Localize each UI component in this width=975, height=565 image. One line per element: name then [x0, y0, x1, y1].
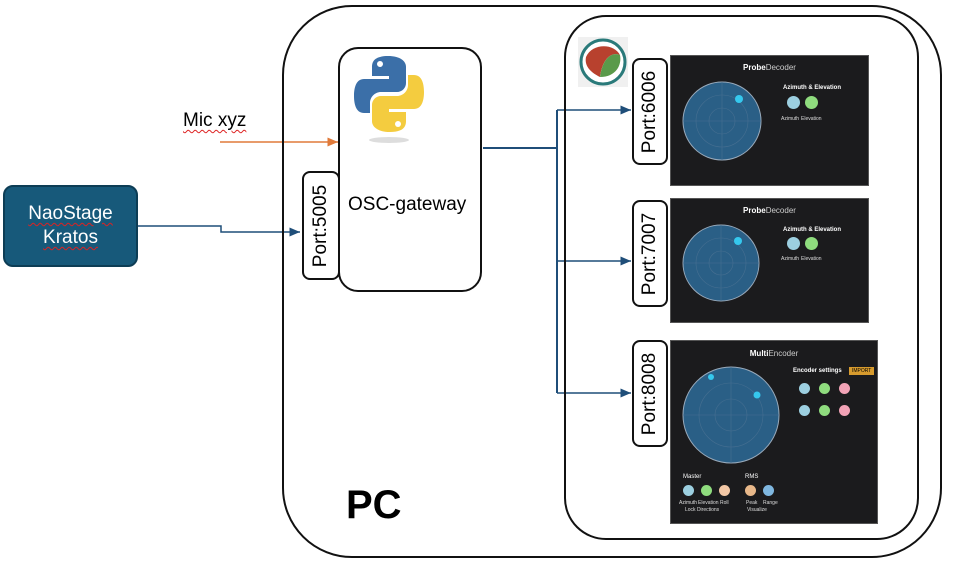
source-dot — [735, 95, 743, 103]
rms-peak-label: Peak — [746, 500, 758, 506]
master-elevation-label: Elevation — [698, 500, 719, 506]
import-button[interactable]: IMPORT — [849, 367, 875, 375]
section-label: Encoder settings — [793, 368, 842, 374]
rms-label: RMS — [745, 474, 759, 480]
sphere-display — [682, 224, 760, 302]
plugin-title: ProbeDecoder — [743, 206, 796, 215]
rms-peak-knob[interactable] — [745, 485, 756, 496]
encoder-knob[interactable] — [819, 405, 830, 416]
pc-container — [282, 5, 942, 558]
port-8008-label: Port:8008 — [639, 352, 660, 435]
elevation-knob[interactable] — [805, 237, 818, 250]
probe-decoder-panel-7007: ProbeDecoder Azimuth & Elevation Azimuth… — [670, 198, 869, 323]
source-dot — [708, 374, 714, 380]
source-to-gateway-arrow — [138, 225, 300, 237]
encoder-knob[interactable] — [839, 383, 850, 394]
azimuth-knob[interactable] — [787, 96, 800, 109]
source-label-line1: NaoStage — [28, 203, 113, 224]
sphere-display — [682, 81, 762, 161]
encoder-knob[interactable] — [799, 405, 810, 416]
rms-range-label: Range — [763, 500, 778, 506]
knob-label-azimuth: Azimuth — [781, 116, 800, 122]
port-5005-label: Port:5005 — [310, 184, 331, 267]
port-7007-box: Port:7007 — [632, 200, 668, 307]
master-roll-label: Roll — [720, 500, 729, 506]
azimuth-knob[interactable] — [787, 237, 800, 250]
master-azimuth-knob[interactable] — [683, 485, 694, 496]
master-roll-knob[interactable] — [719, 485, 730, 496]
rms-range-knob[interactable] — [763, 485, 774, 496]
master-elevation-knob[interactable] — [701, 485, 712, 496]
mic-label: Mic xyz — [183, 110, 247, 131]
source-label-line2: Kratos — [43, 227, 98, 248]
section-label: Azimuth & Elevation — [783, 85, 842, 91]
plugin-title: MultiEncoder — [749, 349, 799, 358]
knob-label-elevation: Elevation — [801, 256, 822, 262]
gateway-label: OSC-gateway — [348, 194, 467, 215]
lock-directions-checkbox[interactable]: Lock Directions — [685, 507, 720, 513]
knob-label-azimuth: Azimuth — [781, 256, 800, 262]
master-label: Master — [683, 474, 702, 480]
plugin-title: ProbeDecoder — [743, 63, 796, 72]
port-5005-box: Port:5005 — [302, 171, 340, 280]
port-8008-box: Port:8008 — [632, 340, 668, 447]
sphere-display — [682, 366, 780, 464]
reaper-logo-icon — [578, 37, 628, 87]
probe-decoder-panel-6006: ProbeDecoder Azimuth & Elevation Azimuth… — [670, 55, 869, 186]
encoder-knob[interactable] — [799, 383, 810, 394]
encoder-knob[interactable] — [819, 383, 830, 394]
port-6006-label: Port:6006 — [639, 70, 660, 153]
naostage-kratos-node: NaoStage Kratos — [3, 185, 138, 267]
knob-label-elevation: Elevation — [801, 116, 822, 122]
daw-container — [564, 15, 919, 540]
visualize-checkbox[interactable]: Visualize — [747, 507, 767, 513]
pc-label: PC — [346, 483, 402, 527]
encoder-knob[interactable] — [839, 405, 850, 416]
port-7007-label: Port:7007 — [639, 212, 660, 295]
python-logo-icon — [354, 56, 424, 143]
source-dot — [734, 237, 742, 245]
source-dot — [753, 391, 761, 399]
port-6006-box: Port:6006 — [632, 58, 668, 165]
master-azimuth-label: Azimuth — [679, 500, 698, 506]
section-label: Azimuth & Elevation — [783, 227, 842, 233]
elevation-knob[interactable] — [805, 96, 818, 109]
multi-encoder-panel-8008: MultiEncoder Encoder settings IMPORT Mas… — [670, 340, 878, 524]
